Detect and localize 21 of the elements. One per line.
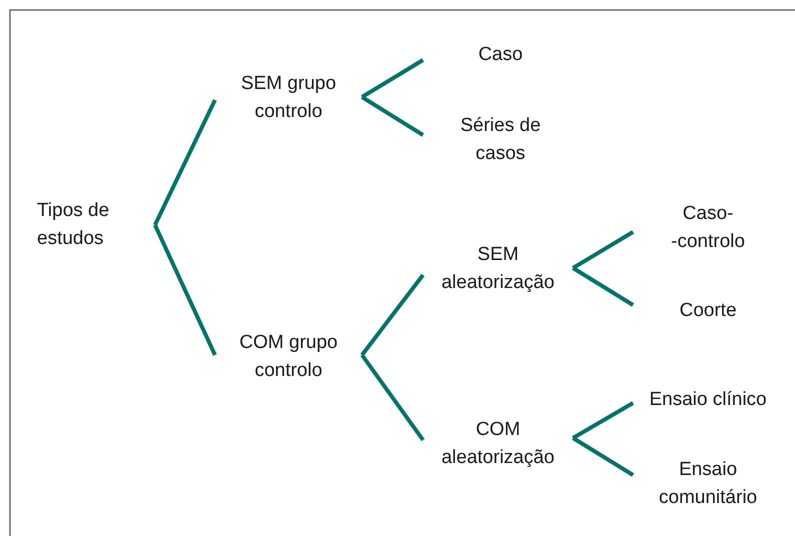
category-label: COM aleatorização [440, 418, 556, 470]
category-label: Caso- -controlo [670, 202, 746, 254]
branch-line [360, 274, 425, 356]
branch-line [153, 224, 217, 356]
branch-line [572, 436, 634, 477]
category-label: Ensaio clínico [649, 388, 767, 412]
category-label: SEM aleatorização [440, 243, 556, 295]
category-label: Coorte [679, 299, 737, 323]
category-label: Séries de casos [459, 114, 542, 166]
branch-line [360, 95, 424, 137]
category-label: Tipos de estudos [37, 199, 110, 251]
branch-line [572, 266, 634, 307]
branch-line [360, 354, 425, 442]
category-label: Caso [478, 43, 523, 67]
branch-line [572, 230, 634, 270]
branch-line [572, 401, 634, 440]
category-label: SEM grupo controlo [240, 72, 338, 124]
branch-line [360, 58, 424, 99]
branch-line [153, 99, 217, 226]
category-label: Ensaio comunitário [658, 458, 758, 510]
category-label: COM grupo controlo [238, 331, 339, 383]
